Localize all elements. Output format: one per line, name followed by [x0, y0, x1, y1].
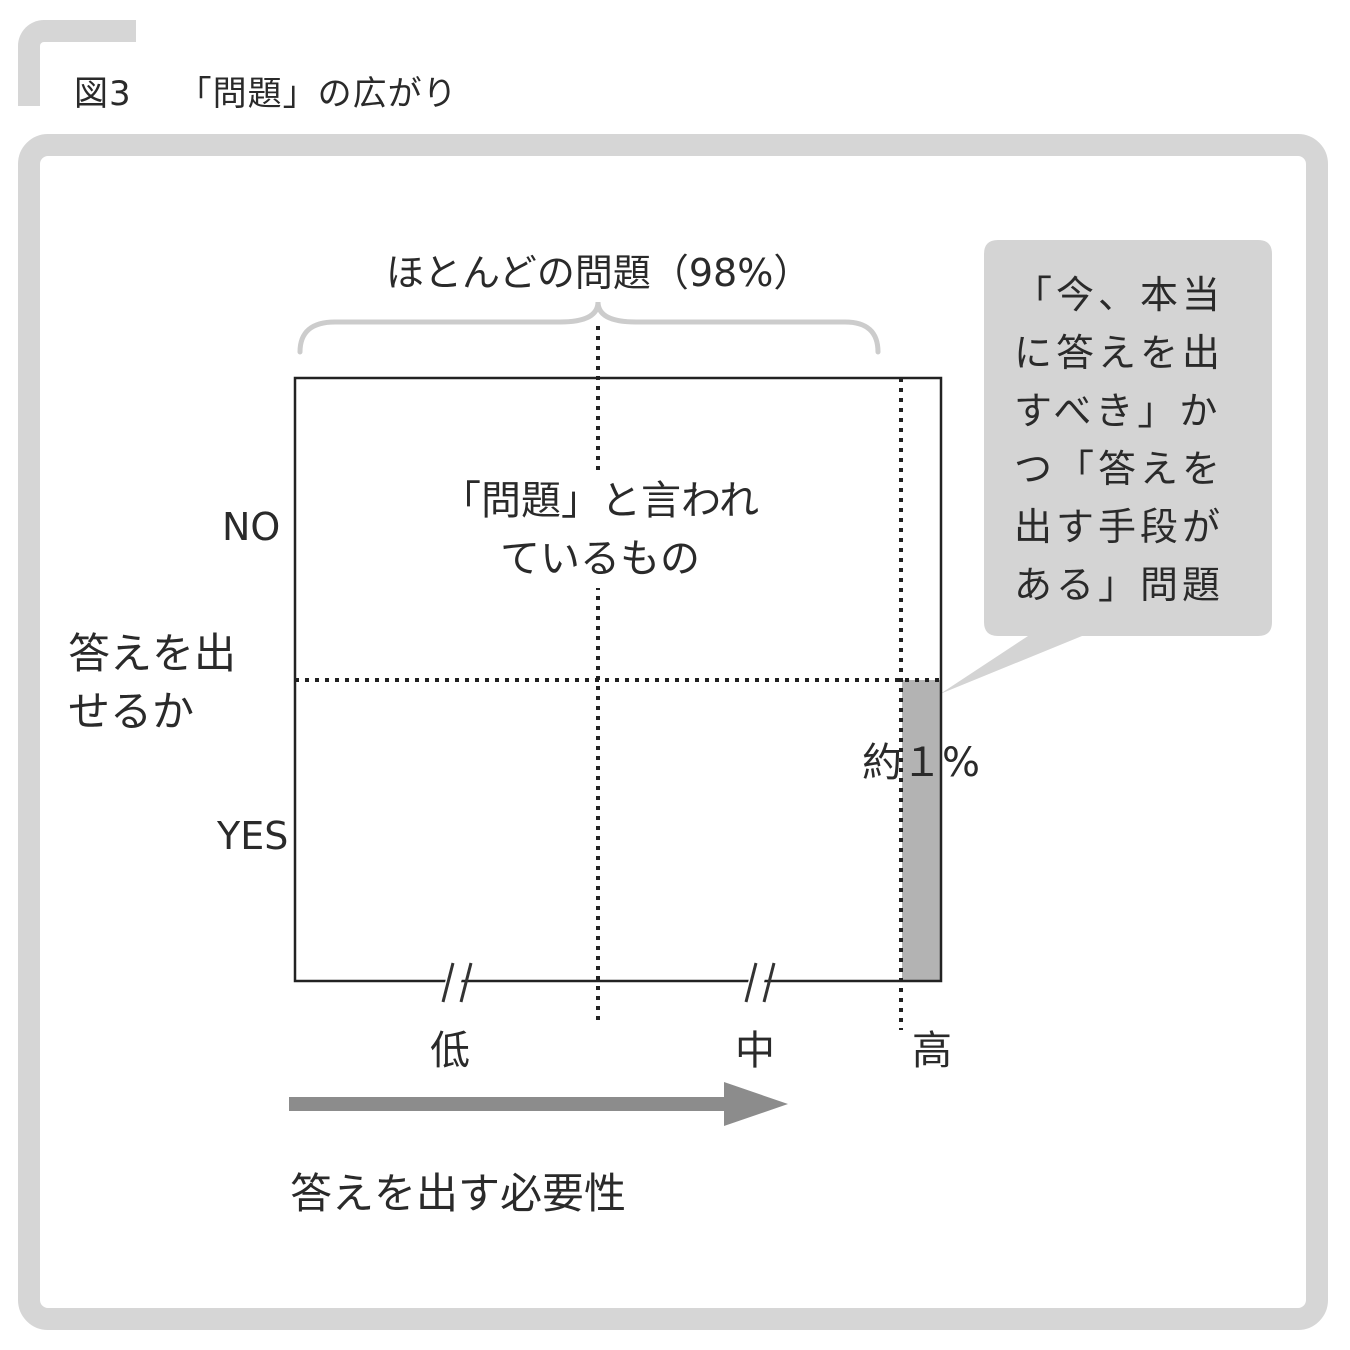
axis-break-mark-left — [440, 962, 473, 1003]
y-axis-label: 答えを出せるか — [68, 629, 237, 736]
x-axis-label: 答えを出す必要性 — [290, 1169, 627, 1218]
x-axis-arrow — [289, 1082, 788, 1126]
x-tick-high: 高 — [912, 1028, 952, 1074]
axis-break-mark-right — [743, 962, 776, 1003]
figure-title: 図3 「問題」の広がり — [74, 66, 458, 115]
center-text: 「問題」と言われているもの — [430, 472, 770, 588]
x-tick-mid: 中 — [735, 1028, 775, 1074]
top-brace — [297, 301, 881, 355]
corner-bracket-decoration — [18, 20, 136, 106]
figure-title-text: 「問題」の広がり — [177, 74, 458, 114]
highlight-percent-label: 約１% — [862, 740, 981, 786]
callout-text: 「今、本当に答えを出すべき」かつ「答えを出す手段がある」問題 — [1014, 273, 1225, 607]
highlight-bar — [902, 680, 941, 982]
x-tick-low: 低 — [430, 1028, 470, 1074]
y-value-no: NO — [222, 505, 281, 549]
callout-bubble — [940, 240, 1272, 694]
top-label: ほとんどの問題（98%） — [386, 251, 812, 295]
figure-number: 図3 — [74, 74, 132, 114]
y-value-yes: YES — [217, 814, 289, 858]
